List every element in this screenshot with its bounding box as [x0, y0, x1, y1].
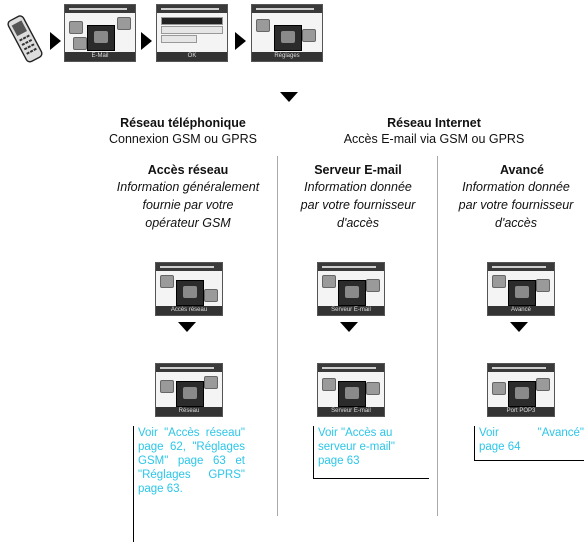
screen-serveur-email: Serveur E-mail: [317, 262, 385, 316]
arrow-right-icon: [235, 32, 246, 50]
column-description: Information généralement fournie par vot…: [116, 180, 260, 230]
screen-reseau: Réseau: [155, 363, 223, 417]
column-divider: [277, 156, 278, 516]
reference-serveur-email: Voir "Accès au serveur e-mail" page 63: [313, 426, 429, 479]
screen-reglages: Réglages: [251, 4, 323, 62]
column-title-acces-reseau: Accès réseau: [147, 163, 229, 177]
screen-label: Réglages: [252, 52, 322, 61]
screen-acces-reseau: Accès réseau: [155, 262, 223, 316]
column-title-avance: Avancé: [499, 163, 544, 177]
arrow-down-icon: [280, 92, 298, 102]
screen-label: Accès réseau: [156, 306, 222, 315]
arrow-right-icon: [141, 32, 152, 50]
left-heading-subtitle: Connexion GSM ou GPRS: [109, 132, 257, 146]
screen-label: Avancé: [488, 306, 554, 315]
arrow-down-icon: [178, 322, 196, 332]
phone-icon: [7, 15, 43, 63]
screen-avance: Avancé: [487, 262, 555, 316]
screen-serveur-email-detail: Serveur E-mail: [317, 363, 385, 417]
reference-avance: Voir "Avancé" page 64: [474, 426, 584, 461]
screen-port-pop3: Port POP3: [487, 363, 555, 417]
right-heading-title: Réseau Internet: [387, 116, 481, 130]
column-description: Information donnée par votre fournisseur…: [458, 180, 574, 230]
reference-acces-reseau: Voir "Accès réseau" page 62, "Réglages G…: [133, 426, 245, 542]
column-description: Information donnée par votre fournisseur…: [300, 180, 416, 230]
screen-label: Serveur E-mail: [318, 306, 384, 315]
arrow-down-icon: [340, 322, 358, 332]
column-divider: [437, 156, 438, 516]
screen-label: Réseau: [156, 407, 222, 416]
left-heading-title: Réseau téléphonique: [120, 116, 246, 130]
screen-email: E-Mail: [64, 4, 136, 62]
screen-ok: OK: [156, 4, 228, 62]
arrow-right-icon: [50, 32, 61, 50]
arrow-down-icon: [510, 322, 528, 332]
screen-label: E-Mail: [65, 52, 135, 61]
screen-label: Port POP3: [488, 407, 554, 416]
screen-label: OK: [157, 52, 227, 61]
screen-label: Serveur E-mail: [318, 407, 384, 416]
column-title-serveur-email: Serveur E-mail: [314, 163, 402, 177]
right-heading-subtitle: Accès E-mail via GSM ou GPRS: [343, 132, 525, 146]
